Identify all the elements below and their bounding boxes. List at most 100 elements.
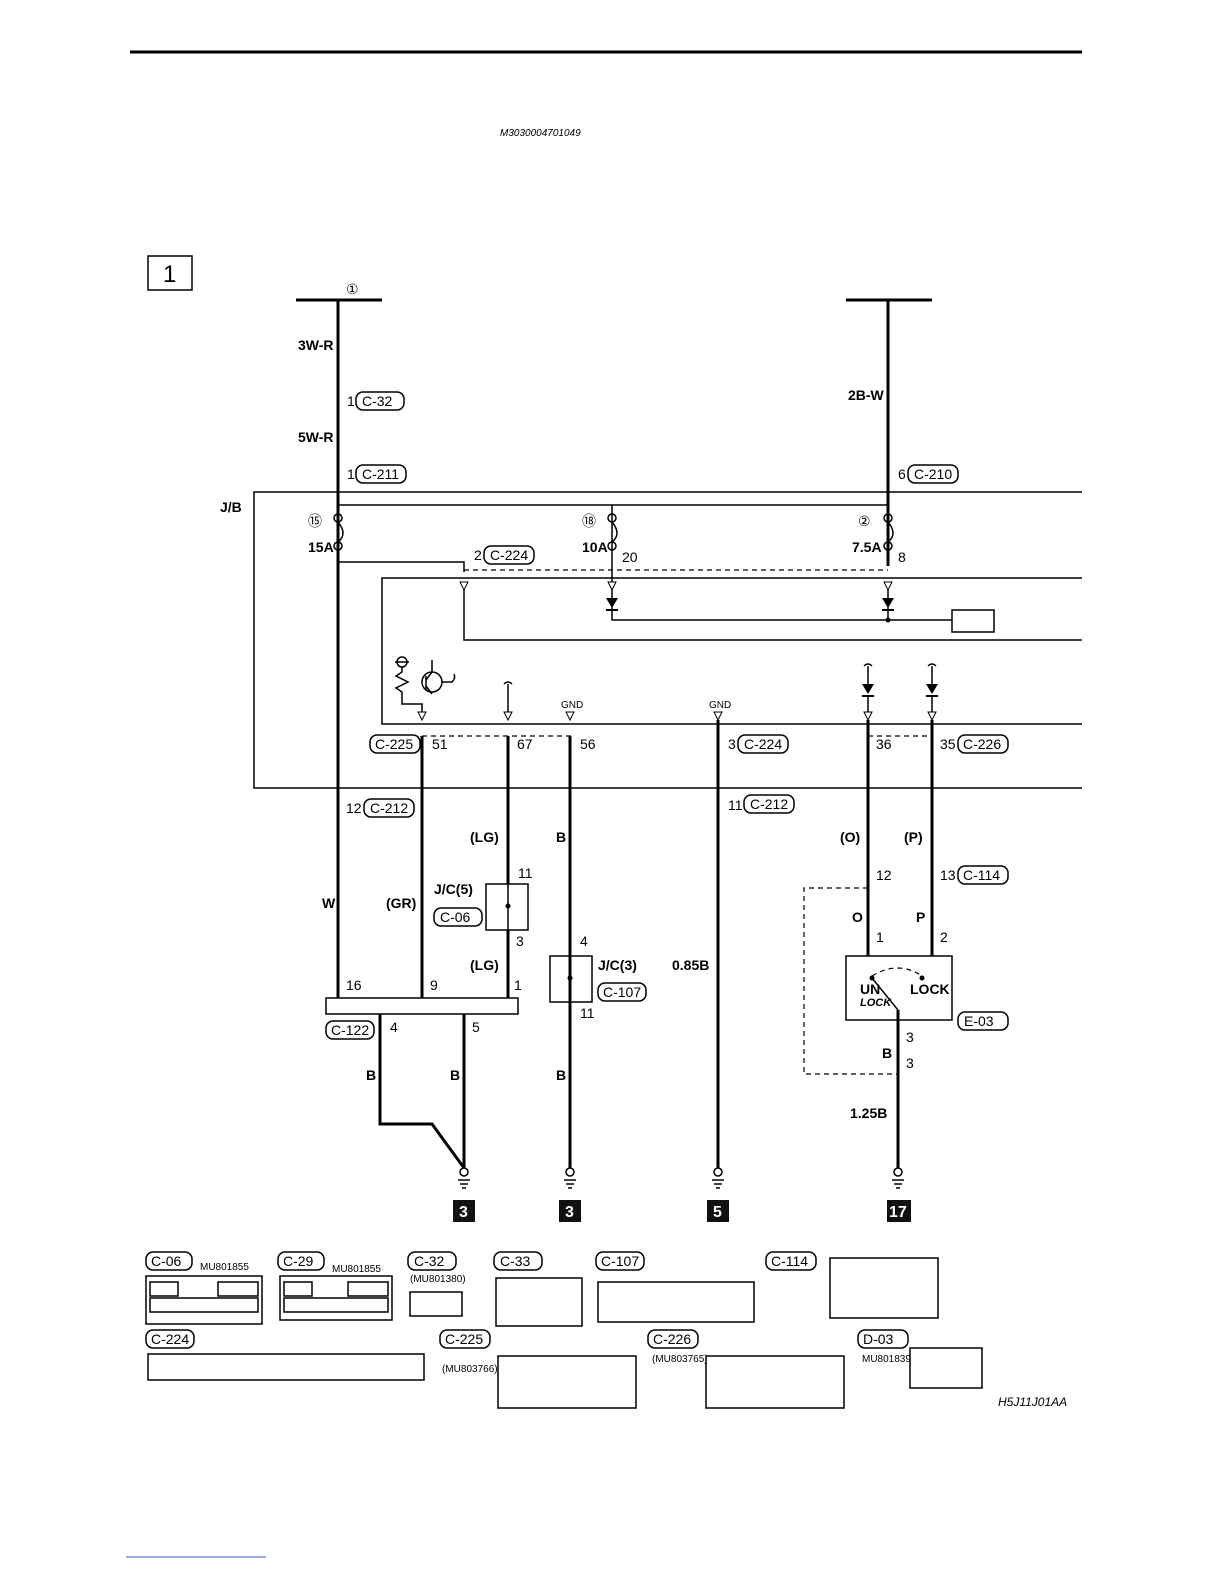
connector-c114-label: C-114 (963, 867, 1000, 883)
connector-view-c33: C-33 (493, 1251, 583, 1327)
wire-gr-label: (GR) (386, 895, 416, 911)
ecu-block (951, 609, 995, 633)
switch-unlock-2: LOCK (860, 997, 892, 1009)
wire-2b-w: 2B-W (848, 387, 885, 403)
pin-1-switch: 1 (876, 929, 884, 945)
ground-icon (458, 1167, 470, 1189)
wire-p-label: (P) (904, 829, 923, 845)
pin-12-c114: 12 (876, 867, 892, 883)
connector-c122-label: C-122 (331, 1022, 369, 1038)
pin-arrow-20 (607, 581, 617, 592)
pin-20: 20 (622, 549, 638, 565)
ground-badge-3a-text: 3 (459, 1204, 468, 1221)
connector-c107-label: C-107 (603, 984, 641, 1000)
connector-c226-label: C-226 (963, 736, 1001, 752)
connector-c122-tag (325, 1020, 375, 1040)
ground-badge-3b-text: 3 (565, 1204, 574, 1221)
ground-badge-5 (707, 1200, 729, 1222)
svg-text:MU801839: MU801839 (862, 1354, 911, 1365)
jb-label: J/B (220, 499, 242, 515)
pin-11-c212: 11 (728, 797, 743, 813)
pin-1-c122: 1 (514, 977, 522, 993)
connector-c107-tag (597, 982, 647, 1002)
svg-text:C-06: C-06 (151, 1253, 182, 1269)
door-lock-switch (845, 955, 953, 1021)
ground-badge-17 (887, 1200, 911, 1222)
connector-c211-tag (355, 464, 407, 484)
connector-e03-label: E-03 (964, 1013, 994, 1029)
diode-20 (606, 598, 618, 608)
pin-3-switch: 3 (906, 1029, 914, 1045)
pin-36: 36 (876, 736, 892, 752)
connector-c224-label: C-224 (490, 547, 528, 563)
wire-w-label: W (322, 895, 336, 911)
wire-to-c224 (338, 561, 465, 572)
fuse-18 (607, 513, 618, 551)
svg-text:C-224: C-224 (151, 1331, 189, 1347)
svg-text:C-114: C-114 (771, 1253, 808, 1269)
connector-c212-tag (363, 798, 415, 818)
connector-c224b-label: C-224 (744, 736, 782, 752)
pin-arrow-8 (883, 581, 893, 592)
diode-8 (882, 598, 894, 608)
pin-8: 8 (898, 549, 906, 565)
fuse-18-amp: 10A (582, 539, 608, 555)
junction-dot (885, 617, 891, 623)
connector-c32-label: C-32 (362, 393, 393, 409)
switch-arc (871, 967, 923, 977)
pin-arrow-56 (565, 711, 575, 722)
switch-assembly-outline (803, 887, 898, 1075)
wire-p-label-2: P (916, 909, 925, 925)
svg-text:MU801855: MU801855 (332, 1264, 381, 1275)
transistor-icon (394, 656, 456, 712)
connector-c225-label: C-225 (375, 736, 413, 752)
section-box (147, 255, 193, 291)
svg-text:C-226: C-226 (653, 1331, 691, 1347)
wire-o-label: (O) (840, 829, 860, 845)
ground-badge-3b (559, 1200, 581, 1222)
fuse-15-amp: 15A (308, 539, 334, 555)
switch-lock: LOCK (910, 981, 950, 997)
pin-16: 16 (346, 977, 362, 993)
wire-lg-label-2: (LG) (470, 957, 499, 973)
wire-b-label-2: B (366, 1067, 376, 1083)
switch-unlock-1: UN (860, 981, 880, 997)
svg-text:C-225: C-225 (445, 1331, 483, 1347)
svg-text:MU801855: MU801855 (200, 1262, 249, 1273)
wire-b-label-1: B (556, 829, 566, 845)
wire-o-label-2: O (852, 909, 863, 925)
connector-c210-label: C-210 (914, 466, 952, 482)
svg-text:(MU803766): (MU803766) (442, 1364, 498, 1375)
ground-badge-3a (453, 1200, 475, 1222)
pin-6-c210: 6 (898, 466, 906, 482)
connector-c212-label: C-212 (370, 800, 408, 816)
pin-3-c224: 3 (728, 736, 736, 752)
connector-view-c29: C-29 MU801855 (277, 1251, 393, 1321)
junction-block-outline (253, 491, 1082, 789)
wire-internal-67 (503, 681, 513, 712)
diode-36 (862, 663, 874, 722)
gnd-label-1: GND (561, 700, 583, 711)
fuse-2-ref: ② (858, 513, 871, 529)
wire-b-label-3: B (450, 1067, 460, 1083)
pin-9: 9 (430, 977, 438, 993)
pin-arrow-2 (459, 581, 469, 592)
connector-c32-tag (355, 391, 405, 411)
wire-internal-2 (463, 590, 1082, 641)
jc3-dot (567, 975, 573, 981)
fuse-2 (883, 513, 894, 551)
svg-text:C-29: C-29 (283, 1253, 314, 1269)
connector-c06-label: C-06 (440, 909, 471, 925)
pin-13-c114: 13 (940, 867, 956, 883)
connector-view-c114: C-114 (765, 1251, 939, 1319)
ground-badge-17-text: 17 (889, 1204, 907, 1221)
section-number: 1 (163, 261, 176, 288)
connector-view-c226: C-226 (MU803765) (647, 1329, 845, 1409)
svg-text:C-33: C-33 (500, 1253, 531, 1269)
pin-1-c211: 1 (347, 466, 355, 482)
pin-arrow-gnd2 (713, 711, 723, 722)
pin-51: 51 (432, 736, 448, 752)
pin-12-c212: 12 (346, 800, 362, 816)
wire-0-85b-label: 0.85B (672, 957, 709, 973)
